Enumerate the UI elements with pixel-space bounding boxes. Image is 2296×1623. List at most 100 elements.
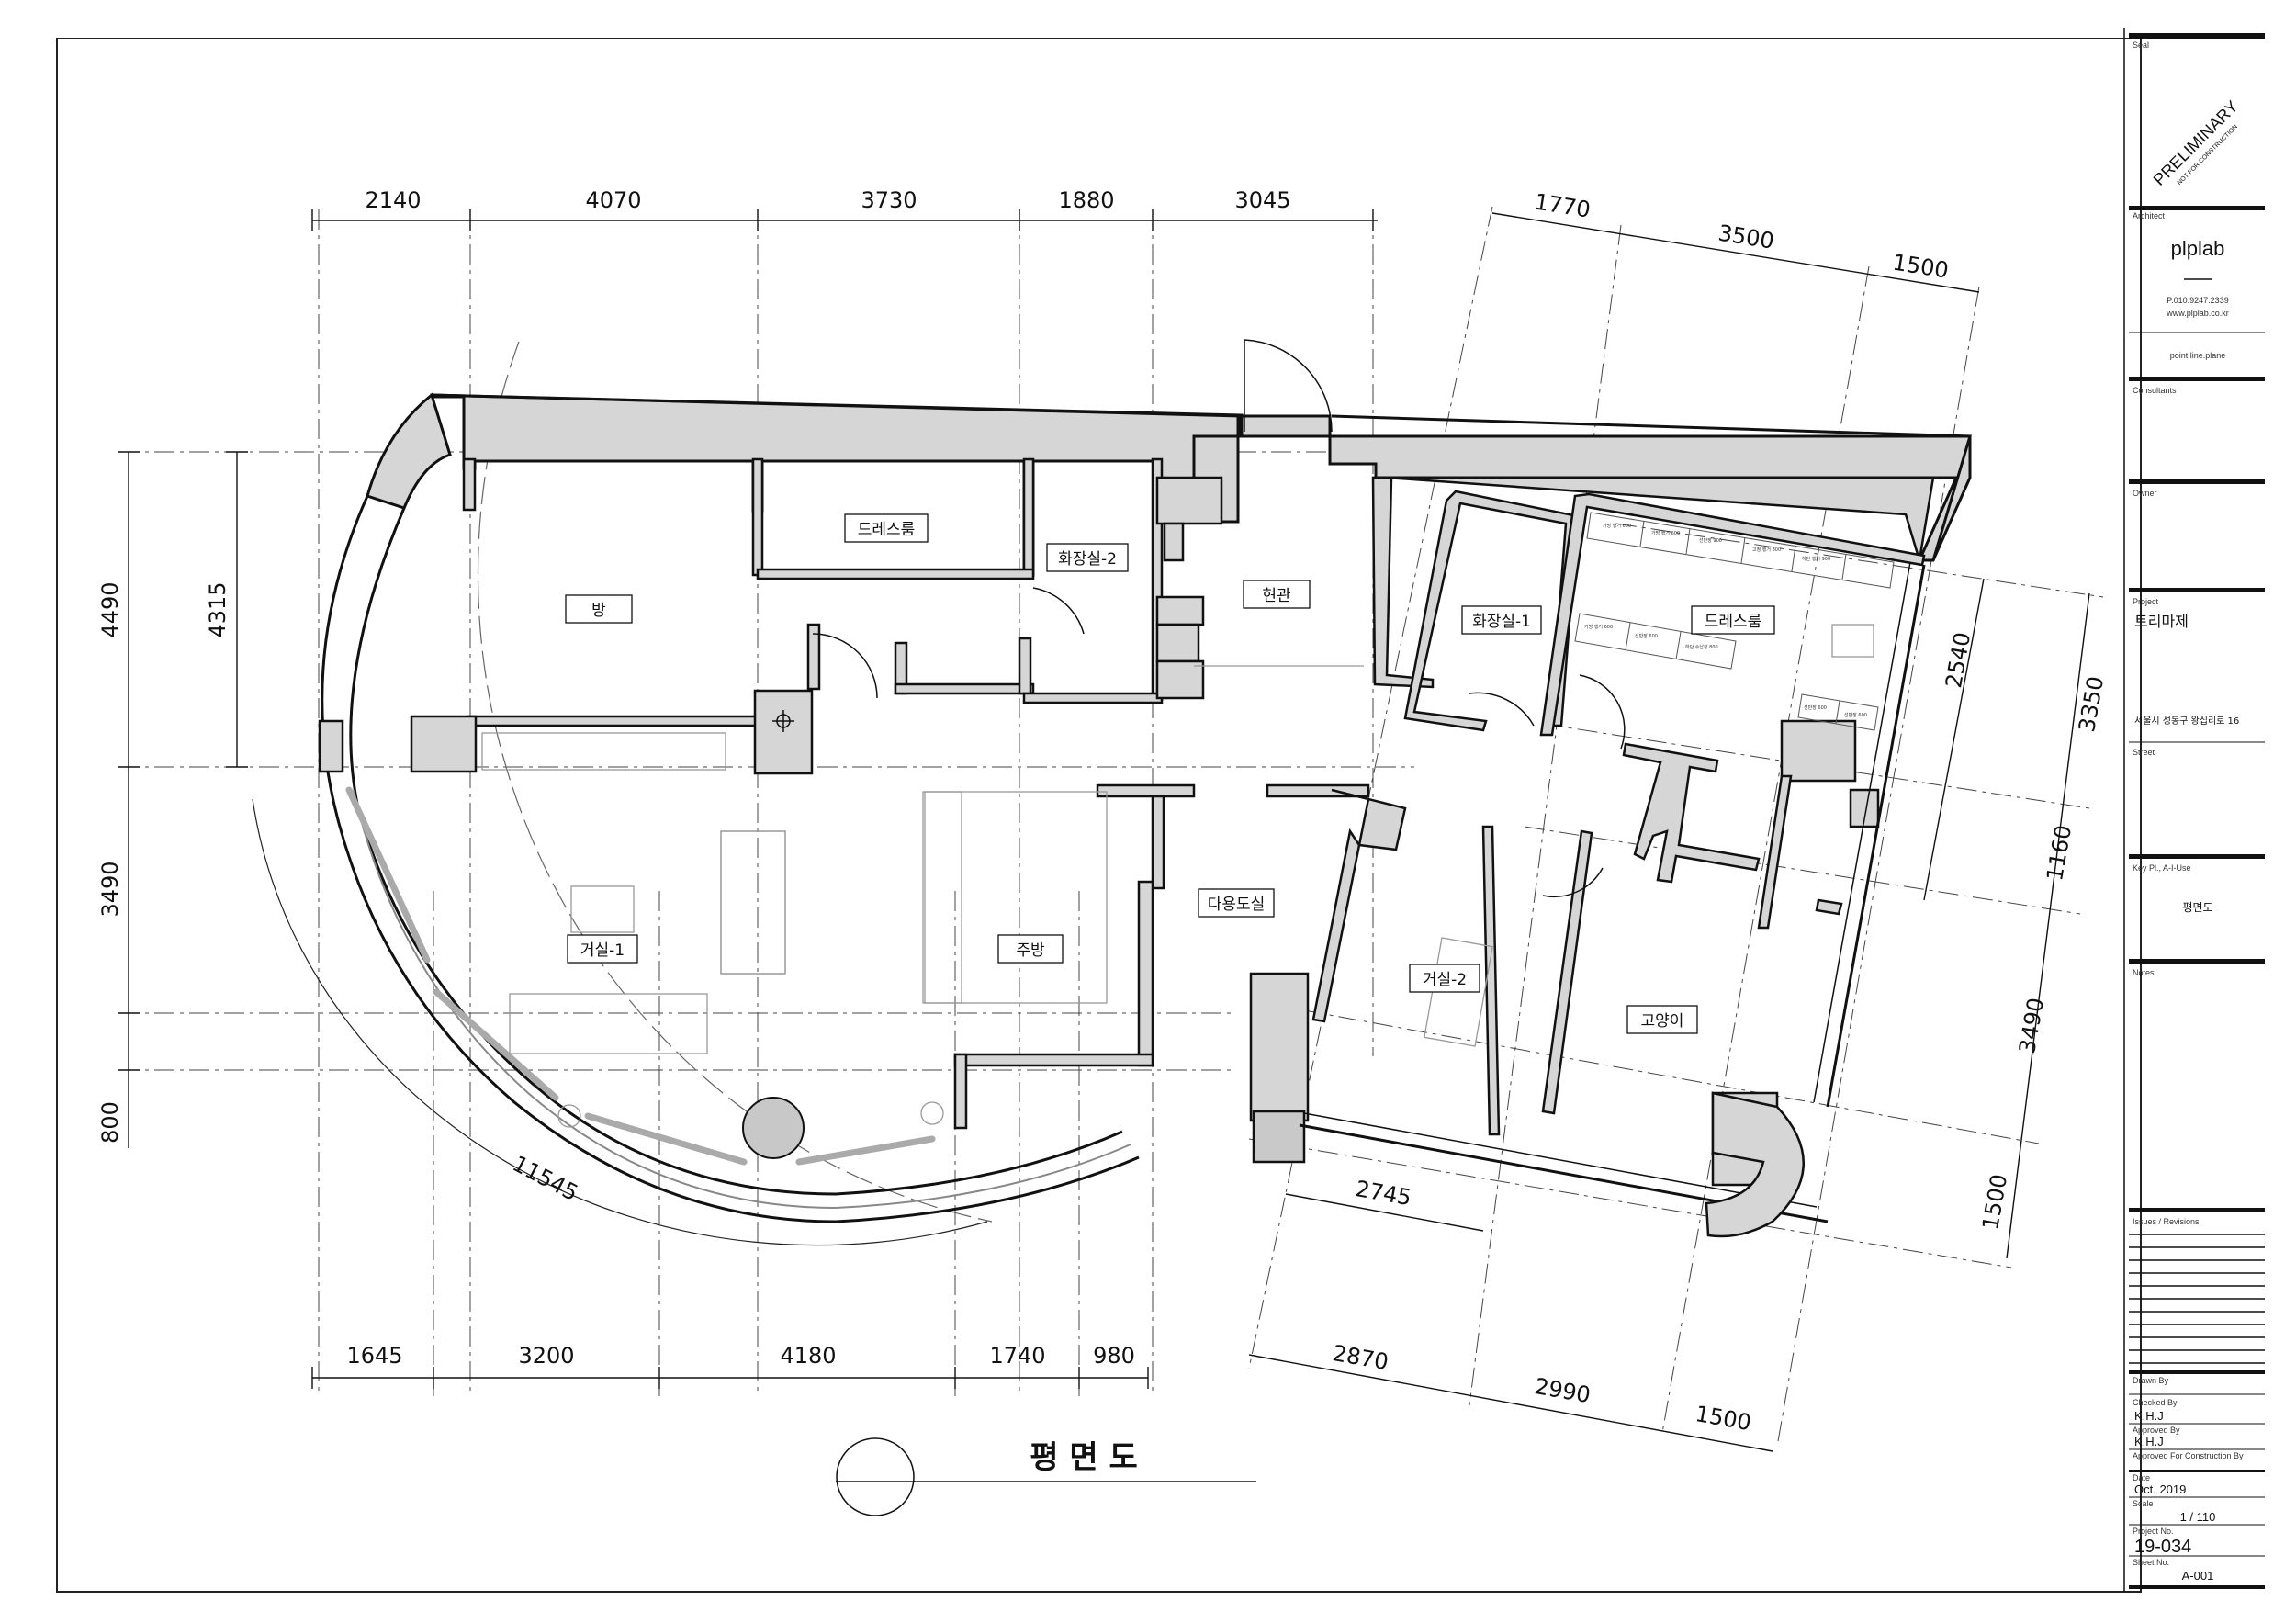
glazing (345, 786, 936, 1166)
dim-right: 2540 (1941, 630, 1975, 690)
grid-lines (119, 206, 2104, 1448)
tb-keyplan-label: Key Pl., A-I-Use (2133, 863, 2191, 873)
title-circle (836, 1437, 915, 1516)
room-label-utility: 다용도실 (1208, 896, 1266, 914)
interior-walls-right (1371, 476, 1935, 1136)
closet-label: 하단 수납장 800 (1685, 644, 1718, 650)
room-label-kitchen: 주방 (1016, 941, 1045, 960)
room-label-cat: 고양이 (1641, 1012, 1684, 1031)
dim-bottom-right: 2870 (1331, 1340, 1390, 1375)
tb-approved-by-label: Approved By (2133, 1426, 2180, 1435)
dim-radius: 11545 (508, 1151, 582, 1207)
dim-2745: 2745 (1354, 1176, 1413, 1211)
radius-arc (477, 341, 993, 1223)
dim-right: 1160 (2042, 823, 2077, 883)
dim-bottom: 1645 (346, 1343, 402, 1369)
dim-top-right: 1770 (1533, 188, 1593, 222)
closet-modules (1574, 512, 1895, 731)
closet-label: 하단 행거 900 (1802, 556, 1830, 562)
closet-label: 선반장 600 (1844, 712, 1867, 718)
dim-right: 3350 (2074, 674, 2109, 734)
firm-web: www.plplab.co.kr (2166, 309, 2229, 318)
closet-label: 가방 행거 600 (1584, 624, 1613, 630)
dim-bottom: 4180 (780, 1343, 836, 1369)
tb-owner-label: Owner (2133, 489, 2157, 498)
columns (318, 689, 1880, 1187)
tb-seal-label: Seal (2133, 40, 2149, 50)
dim-left: 3490 (97, 861, 123, 917)
tb-consultants-label: Consultants (2133, 386, 2177, 395)
dimension-lines (118, 209, 2090, 1452)
room-label-bang: 방 (591, 602, 606, 620)
closet-label: 선반장 900 (1699, 537, 1722, 544)
tb-sheet-no-label: Sheet No. (2133, 1558, 2169, 1567)
dim-top-right: 1500 (1891, 249, 1951, 283)
firm-phone: P.010.9247.2339 (2167, 296, 2228, 305)
closet-label: 고정 행거 800 (1752, 547, 1781, 553)
closet-label: 가방 행거 600 (1651, 530, 1680, 536)
curved-facade-outer (321, 495, 1140, 1223)
room-label-dressroom-2: 드레스룸 (1705, 613, 1762, 631)
dim-top-right: 3500 (1716, 220, 1776, 254)
room-label-bathroom-2: 화장실-2 (1058, 550, 1117, 569)
radius-arc-inner (252, 798, 988, 1246)
checked-by: K.H.J (2134, 1409, 2164, 1423)
room-labels: 방 드레스룸 화장실-2 현관 화장실-1 드레스룸 거실-1 주방 다용도실 … (565, 513, 1775, 1034)
room-label-dressroom-1: 드레스룸 (858, 521, 916, 539)
dimension-text: 2140 4070 3730 1880 3045 1770 3500 1500 … (97, 187, 2109, 1436)
dim-right: 1500 (1977, 1172, 2012, 1232)
project-number: 19-034 (2134, 1537, 2191, 1557)
doors (812, 339, 1626, 898)
tb-issues-label: Issues / Revisions (2133, 1217, 2200, 1226)
tb-project-label: Project (2133, 597, 2159, 606)
drawing-title: 평 면 도 (1030, 1439, 1138, 1476)
dim-left: 4490 (97, 581, 123, 637)
column-center-mark (772, 710, 794, 732)
closet-label: 선반장 600 (1635, 633, 1658, 639)
dim-bottom: 3200 (518, 1343, 574, 1369)
dim-right: 3490 (2014, 996, 2049, 1055)
scale: 1 / 110 (2180, 1510, 2216, 1524)
approved-by: K.H.J (2134, 1435, 2164, 1448)
tb-architect-label: Architect (2133, 211, 2166, 220)
room-label-living-1: 거실-1 (580, 941, 625, 960)
room-label-bathroom-1: 화장실-1 (1472, 613, 1531, 631)
project-name: 트리마제 (2134, 613, 2189, 630)
date: Oct. 2019 (2134, 1482, 2186, 1496)
tb-approved-construction-label: Approved For Construction By (2133, 1451, 2244, 1460)
curved-facade-inner (349, 507, 1123, 1196)
title-block: Seal PRELIMINARY NOT FOR CONSTRUCTION Ar… (2123, 28, 2265, 1592)
dim-top: 2140 (365, 187, 421, 213)
room-label-living-2: 거실-2 (1423, 971, 1467, 989)
dim-top: 1880 (1058, 187, 1114, 213)
closet-label: 가방 행거 600 (1603, 523, 1631, 529)
dim-top: 3730 (861, 187, 917, 213)
firm-name: plplab (2171, 237, 2225, 260)
sheet-number: A-001 (2182, 1569, 2214, 1583)
firm-motto: point.line.plane (2170, 351, 2226, 360)
closet-label: 선반장 600 (1804, 704, 1827, 711)
tb-project-no-label: Project No. (2133, 1527, 2174, 1536)
dim-bottom-right: 2990 (1533, 1373, 1593, 1408)
corner-curve (1705, 1091, 1806, 1238)
interior-walls-middle (953, 783, 1407, 1130)
dim-bottom: 1740 (989, 1343, 1045, 1369)
tb-scale-label: Scale (2133, 1499, 2154, 1508)
tb-drawn-by-label: Drawn By (2133, 1376, 2169, 1385)
dim-left: 4315 (205, 581, 231, 637)
furniture (481, 624, 1874, 1128)
interior-walls-upper (462, 457, 1223, 727)
curved-facade-mullions (353, 789, 1131, 1210)
right-wing-perimeter (1299, 564, 1926, 1223)
preliminary-stamp: PRELIMINARY (2150, 97, 2242, 189)
sheet-title: 평면도 (2182, 901, 2212, 914)
dim-bottom-right: 1500 (1694, 1401, 1753, 1436)
room-label-entrance: 현관 (1262, 587, 1290, 605)
dim-top: 4070 (585, 187, 641, 213)
tb-checked-by-label: Checked By (2133, 1398, 2178, 1407)
dim-bottom: 980 (1093, 1343, 1135, 1369)
main-perimeter-wall (431, 393, 1972, 561)
right-wing-perimeter-2 (1303, 561, 1911, 1208)
drawing-border (56, 38, 2142, 1593)
